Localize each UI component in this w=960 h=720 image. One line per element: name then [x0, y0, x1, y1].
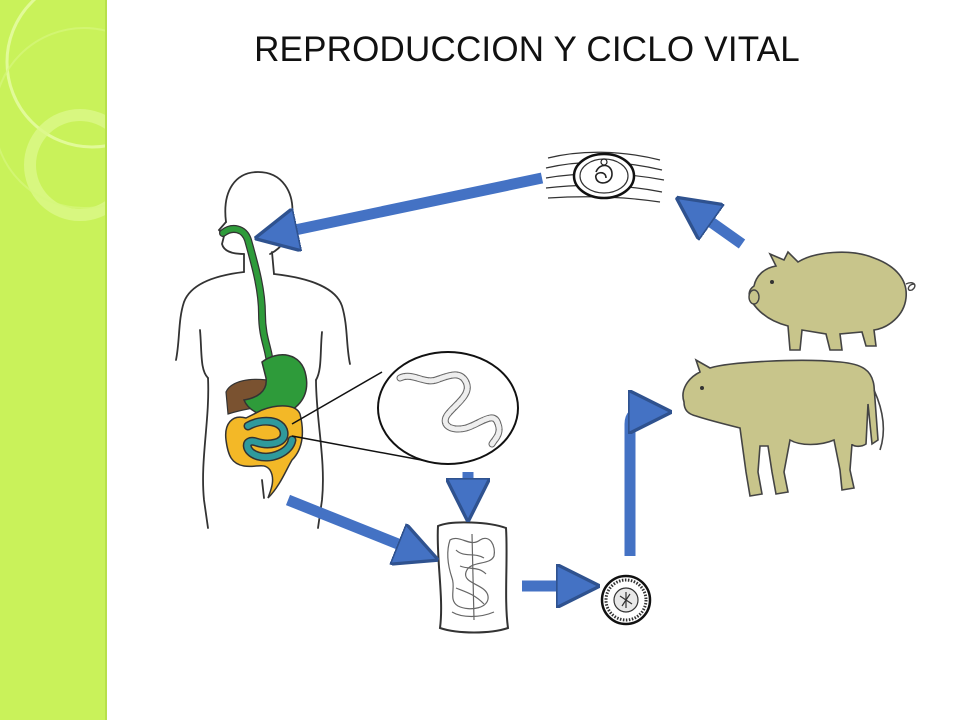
- magnification-lines: [291, 371, 433, 463]
- decorative-circles: [0, 0, 107, 221]
- arrow-human-to-proglottid: [285, 494, 418, 552]
- human-body-icon: [175, 171, 351, 529]
- arrow-pig-to-cyst: [694, 210, 746, 249]
- egg-icon: [600, 574, 652, 626]
- proglottid-icon: [436, 521, 510, 634]
- slide-title: REPRODUCCION Y CICLO VITAL: [254, 30, 800, 69]
- cycle-arrows: [276, 172, 746, 586]
- arrow-cyst-to-human: [276, 172, 544, 234]
- pig-icon: [748, 250, 916, 351]
- side-band-edge: [105, 0, 107, 720]
- decorative-side-band: [0, 0, 107, 720]
- tapeworm-icon: [377, 351, 519, 465]
- cysticercus-icon: [545, 151, 665, 203]
- arrow-egg-to-cow: [624, 412, 650, 556]
- cow-icon: [682, 358, 885, 497]
